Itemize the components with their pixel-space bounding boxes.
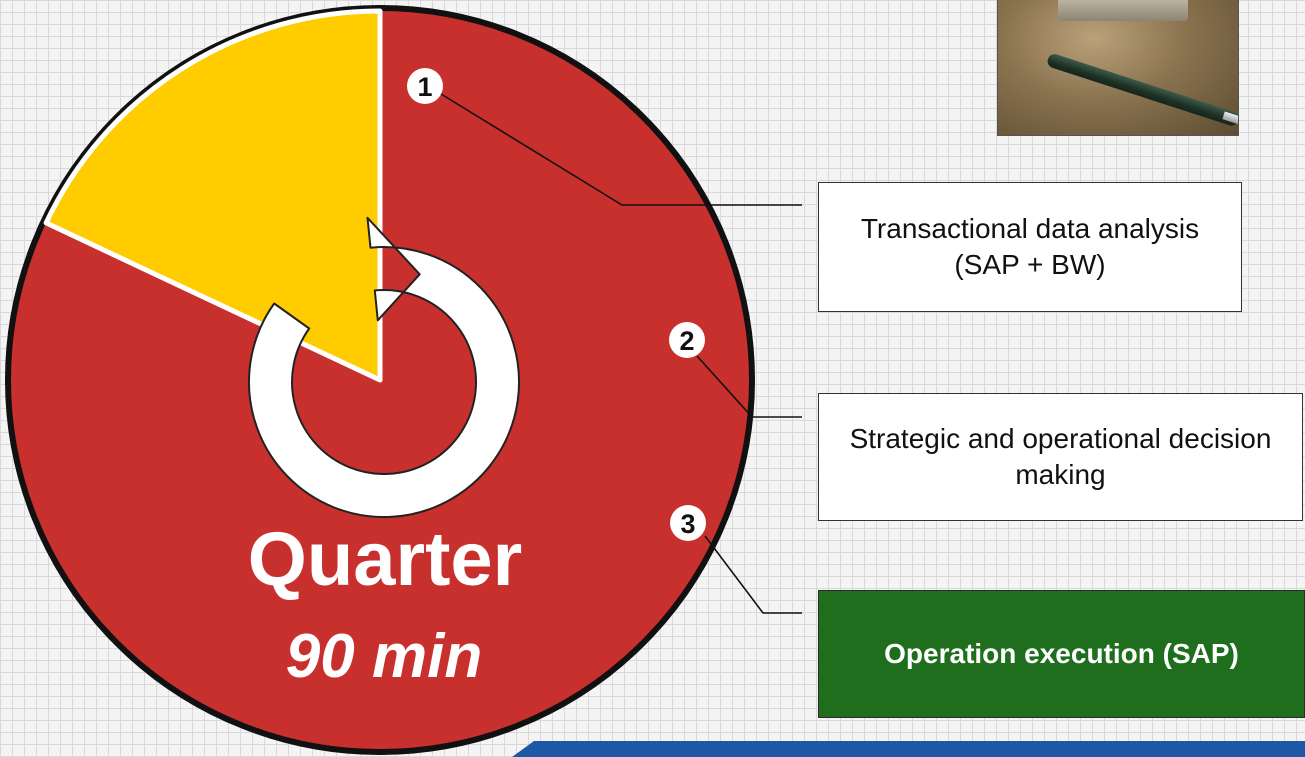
highlighted-sector: [43, 8, 383, 383]
marker-2-number: 2: [679, 326, 694, 356]
marker-2: 2: [669, 322, 705, 358]
marker-1-number: 1: [417, 72, 432, 102]
footer-band: [512, 741, 1305, 757]
marker-3: 3: [670, 505, 706, 541]
operation-execution-box: Operation execution (SAP): [818, 590, 1305, 718]
cycle-duration: 90 min: [286, 622, 482, 691]
marker-3-number: 3: [680, 509, 695, 539]
cycle-title: Quarter: [248, 517, 523, 602]
cycle-arrow-icon: [248, 216, 520, 518]
photo-device: [1058, 0, 1188, 21]
transactional-analysis-label: Transactional data analysis (SAP + BW): [860, 213, 1200, 280]
leader-line-1: [427, 85, 802, 206]
marker-1: 1: [407, 68, 443, 104]
photo-pen: [1045, 52, 1238, 128]
decision-making-label: Strategic and operational decision makin…: [849, 423, 1272, 490]
decision-making-box: Strategic and operational decision makin…: [818, 393, 1303, 521]
transactional-analysis-box: Transactional data analysis (SAP + BW): [818, 182, 1242, 312]
operation-execution-label: Operation execution (SAP): [884, 638, 1239, 669]
desk-photo: [997, 0, 1239, 136]
leader-line-3: [704, 535, 802, 614]
leader-line-2: [696, 355, 802, 418]
